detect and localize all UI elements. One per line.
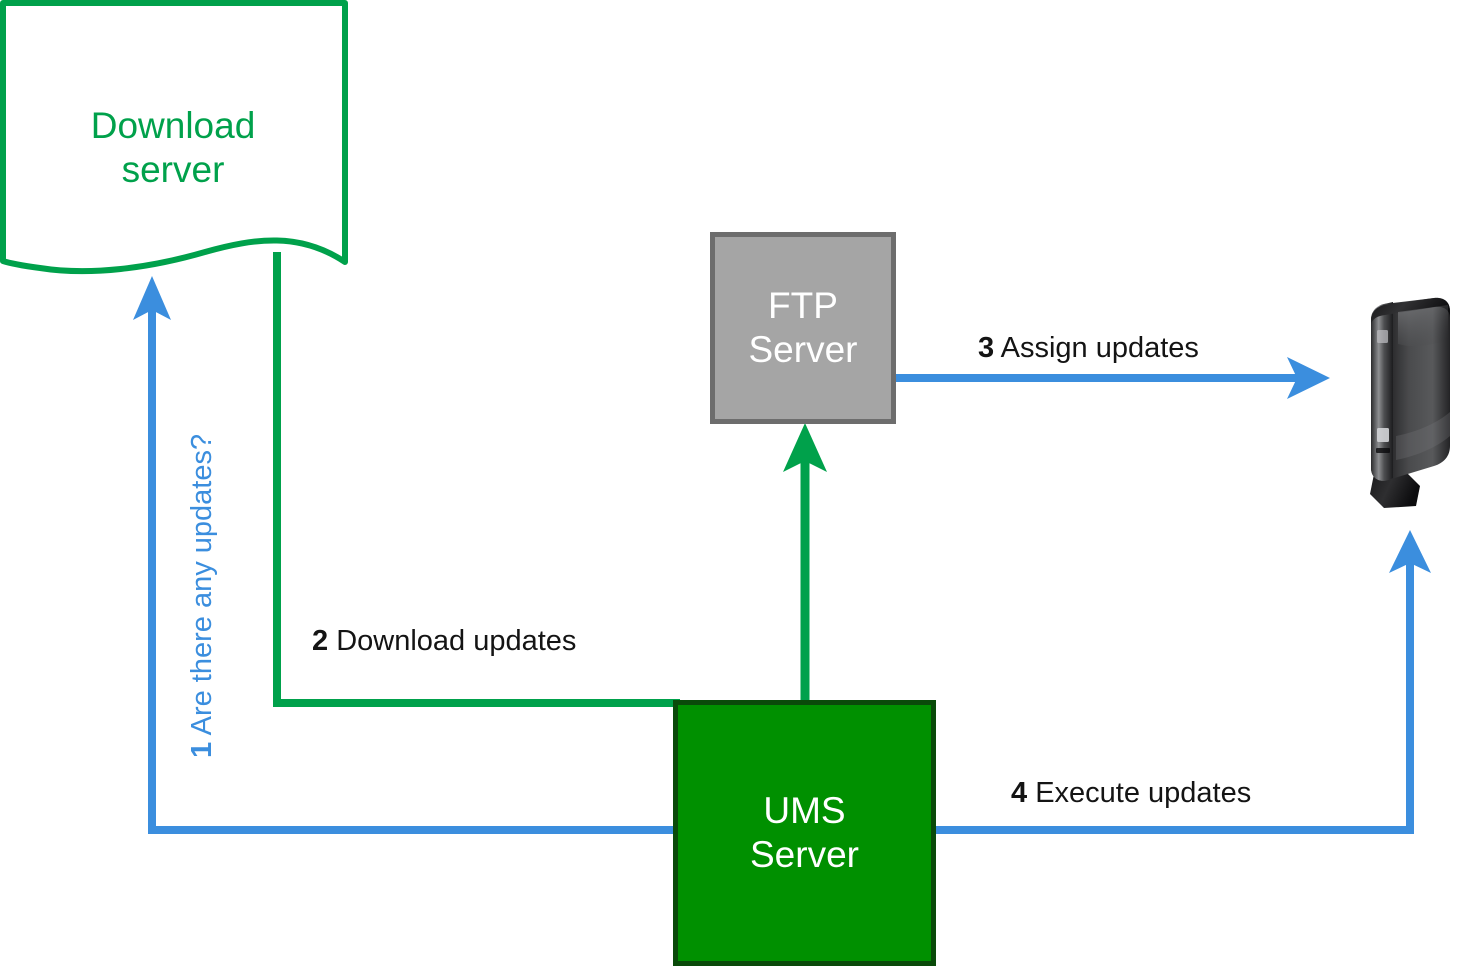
download-server-label: Download server	[90, 105, 256, 190]
ftp-server-label: FTP Server	[748, 285, 858, 370]
device-port-slot	[1376, 448, 1390, 453]
edge-2-line[interactable]	[273, 252, 680, 707]
ftp-server-node[interactable]: FTP Server	[710, 232, 896, 424]
edge-1-text: Are there any updates?	[186, 433, 218, 736]
thin-client-device-icon[interactable]	[1358, 296, 1454, 518]
edge-3-label: 3 Assign updates	[978, 332, 1199, 365]
edge-2-label: 2 Download updates	[312, 625, 576, 658]
edge-1-line[interactable]	[148, 300, 673, 834]
ums-server-node[interactable]: UMS Server	[673, 700, 936, 966]
edge-3-number: 3	[978, 332, 995, 364]
device-bottom-badge	[1377, 428, 1389, 442]
edge-3-arrowhead	[1287, 357, 1330, 399]
edge-4-line[interactable]	[936, 560, 1414, 834]
device-sheen	[1398, 305, 1448, 347]
device-front-spine	[1371, 302, 1393, 481]
edge-1-number: 1	[186, 741, 218, 758]
device-top-bevel	[1371, 297, 1450, 325]
edge-2-number: 2	[312, 625, 329, 657]
edge-1-arrowhead	[133, 276, 171, 320]
device-lower-sheen	[1396, 412, 1450, 460]
edge-4-arrowhead	[1389, 530, 1431, 573]
edge-upload-arrowhead	[783, 423, 827, 472]
edge-1-label: 1 Are there any updates?	[186, 434, 219, 758]
edge-4-text: Execute updates	[1035, 777, 1252, 809]
download-server-shape[interactable]	[0, 0, 348, 275]
edge-2-text: Download updates	[336, 625, 577, 657]
edge-4-number: 4	[1011, 777, 1028, 809]
edge-4-label: 4 Execute updates	[1011, 777, 1251, 810]
ums-server-label: UMS Server	[750, 790, 859, 875]
edge-3-text: Assign updates	[1000, 332, 1199, 364]
device-top-badge	[1377, 330, 1388, 343]
